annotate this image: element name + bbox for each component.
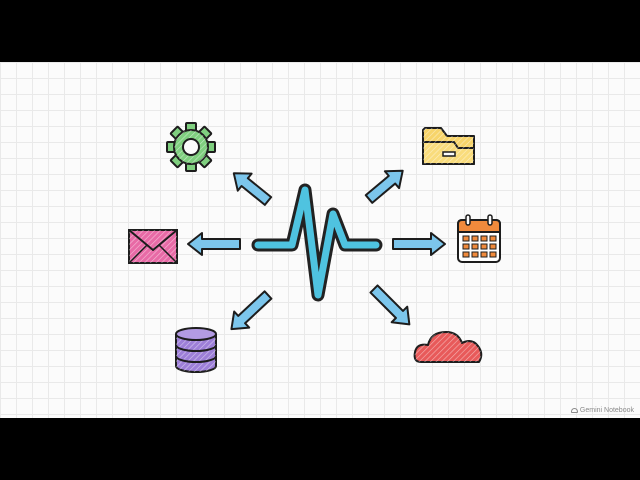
watermark: Gemini Notebook <box>570 407 634 414</box>
folder-icon <box>422 127 475 165</box>
letterbox-top <box>0 0 640 62</box>
calendar-day-cell <box>480 251 488 258</box>
cloud-icon <box>413 331 483 363</box>
calendar-day-cell <box>480 235 488 242</box>
calendar-day-cell <box>489 251 497 258</box>
calendar-day-cell <box>471 243 479 250</box>
calendar-day-cell <box>480 243 488 250</box>
calendar-icon <box>457 214 501 263</box>
arrow-to-mail <box>187 232 241 256</box>
letterbox-bottom <box>0 418 640 480</box>
heartbeat-pulse-icon <box>251 183 383 302</box>
gear-icon <box>166 122 216 172</box>
watermark-text: Gemini Notebook <box>579 407 634 414</box>
arrow-to-cloud <box>369 284 411 326</box>
diagram-canvas: Gemini Notebook <box>0 62 640 418</box>
calendar-day-cell <box>471 251 479 258</box>
arrow-to-files <box>364 169 404 204</box>
calendar-day-cell <box>462 243 470 250</box>
calendar-day-cell <box>489 243 497 250</box>
arrow-to-database <box>230 290 273 331</box>
calendar-day-cell <box>462 235 470 242</box>
notebook-logo-icon <box>570 408 578 413</box>
arrow-to-settings <box>232 172 273 206</box>
calendar-day-cell <box>489 235 497 242</box>
arrow-to-calendar <box>392 232 446 256</box>
calendar-day-cell <box>462 251 470 258</box>
calendar-day-cell <box>471 235 479 242</box>
envelope-icon <box>128 229 178 264</box>
database-icon <box>175 327 217 373</box>
